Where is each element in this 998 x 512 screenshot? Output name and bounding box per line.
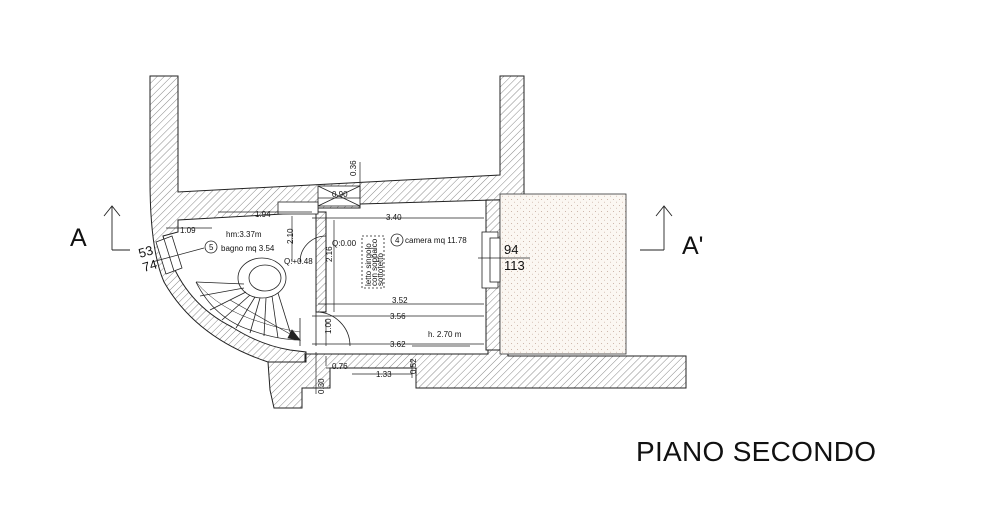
opening-bagno-top [277,201,319,215]
dim-1-00: 1.00 [324,318,333,334]
dim-1-09: 1.09 [180,226,196,235]
window-left-top: 53 [137,242,155,260]
section-label-left: A [70,224,87,252]
section-marker-right [640,205,673,251]
spiral-staircase [195,257,301,346]
skylight-top [317,185,361,207]
section-label-right: A' [682,232,703,260]
note-line-1: letto singolo [364,243,373,286]
level-q1: Q:0.00 [332,239,357,248]
bed-note: letto singolo con soppalco sottotetto [364,238,385,286]
dim-3-62: 3.62 [390,340,406,349]
window-right-bottom: 113 [504,258,525,273]
room-4-number: 4 [395,236,400,245]
window-left [155,235,183,275]
dim-0-90: 0.90 [332,190,348,199]
drawing-title: PIANO SECONDO [636,436,877,467]
dimension-lines [151,162,530,394]
room-4-circle [390,233,404,247]
dim-1-33: 1.33 [376,370,392,379]
room-5-circle [204,240,218,254]
dim-0-76: 0.76 [332,362,348,371]
dim-3-40: 3.40 [386,213,402,222]
window-right [481,231,501,289]
room-4-name: camera mq 11.78 [405,236,467,245]
room-5-height: hm:3.37m [226,230,262,239]
dim-2-10: 2.10 [286,228,295,244]
note-line-2: con soppalco [370,238,379,286]
dim-0-36: 0.36 [349,160,358,176]
dim-2-16: 2.16 [325,246,334,262]
window-left-bottom: 74 [141,256,159,274]
adjacent-area [499,193,627,355]
section-marker-left [103,205,130,251]
dim-3-52: 3.52 [392,296,408,305]
dim-3-56: 3.56 [390,312,406,321]
bed-note-box [361,235,385,289]
dim-1-94: 1.94 [255,210,271,219]
room-5-number: 5 [209,243,214,252]
note-line-3: sottotetto [376,253,385,286]
level-q2: Q:+0.48 [284,257,313,266]
room-4-height: h. 2.70 m [428,330,462,339]
room-5-name: bagno mq 3.54 [221,244,275,253]
door-swings [299,235,351,347]
dim-0-52: 0.52 [409,358,418,374]
dim-0-30: 0.30 [317,378,326,394]
window-right-top: 94 [504,242,518,257]
